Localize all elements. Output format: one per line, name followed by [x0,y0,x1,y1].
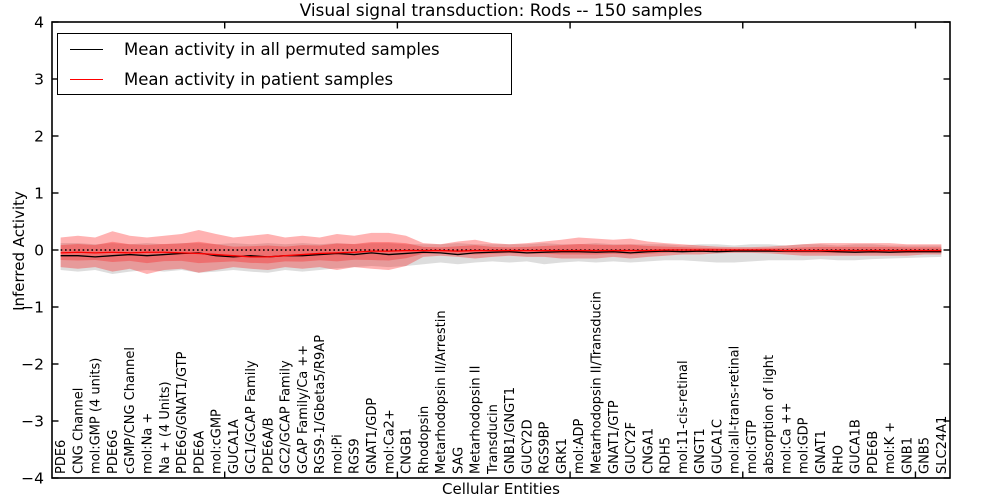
x-category-label: GNAT1/GTP [607,400,622,474]
chart-title: Visual signal transduction: Rods -- 150 … [299,1,703,21]
x-category-label: Metarhodopsin II/Arrestin [434,310,449,474]
y-tick-label: 3 [34,71,44,89]
x-category-label: mol:Ca ++ [779,402,794,474]
legend-item-permuted: Mean activity in all permuted samples [58,36,511,62]
x-category-label: GNB5 [918,437,933,474]
x-category-label: CNGA1 [641,428,656,474]
x-category-label: mol:GTP [745,420,760,474]
x-category-label: Transducin [486,404,501,475]
x-category-label: GCAP Family/Ca ++ [296,345,311,474]
x-category-label: SLC24A1 [935,416,950,474]
y-tick-label: −3 [21,413,44,431]
x-category-label: PDE6 [54,440,69,474]
x-category-label: PDE6G [106,430,121,474]
x-category-label: GNAT1 [814,430,829,474]
x-category-label: CNG Channel [71,388,86,474]
x-category-label: GC2/GCAP Family [279,360,294,474]
x-category-label: RGS9 [348,438,363,474]
y-tick-label: −1 [21,299,44,317]
x-category-label: PDE6A [192,431,207,474]
legend-item-patient: Mean activity in patient samples [58,66,511,92]
x-category-label: mol:11-cis-retinal [676,360,691,474]
x-category-label: GRK1 [555,438,570,474]
x-category-label: GNB1/GNGT1 [503,387,518,474]
y-tick-label: 4 [34,14,44,32]
x-category-label: GUCA1A [227,419,242,474]
x-category-label: GUCY2D [520,419,535,474]
x-category-label: Metarhodopsin II [469,366,484,474]
x-category-label: Rhodopsin [417,406,432,474]
legend-label-permuted: Mean activity in all permuted samples [124,39,440,59]
x-category-label: GUCA1B [849,419,864,474]
x-category-label: mol:all-trans-retinal [728,346,743,474]
x-category-label: RHO [831,445,846,474]
x-category-label: GNGT1 [693,428,708,474]
x-category-label: GUCY2F [624,422,639,474]
x-category-label: PDE6G/GNAT1/GTP [175,351,190,474]
x-category-label: mol:Na + [140,413,155,474]
x-category-label: GNB1 [900,437,915,474]
x-category-label: RGS9BP [538,421,553,474]
x-category-label: CNGB1 [400,428,415,474]
x-category-label: mol:K + [883,422,898,474]
legend-label-patient: Mean activity in patient samples [124,69,394,89]
x-category-label: GNAT1/GDP [365,398,380,474]
x-category-label: PDE6A/B [261,417,276,474]
x-category-label: mol:GMP (4 units) [89,358,104,474]
series-line-1 [60,249,942,258]
x-category-label: absorption of light [762,355,777,474]
permuted-samples-band [60,243,942,274]
x-category-label: SAG [451,447,466,474]
y-axis-label: Inferred Activity [10,191,28,311]
x-category-label: GUCA1C [710,419,725,474]
legend: Mean activity in all permuted samples Me… [57,33,512,95]
y-tick-label: −4 [21,470,44,488]
x-category-label: mol:Ca2+ [382,409,397,474]
y-tick-label: 2 [34,128,44,146]
x-category-label: mol:Pi [330,434,345,474]
legend-line-patient-icon [70,78,103,80]
x-category-label: PDE6B [866,431,881,474]
x-category-label: RDH5 [659,437,674,474]
y-tick-label: 0 [34,242,44,260]
x-category-label: Metarhodopsin II/Transducin [589,291,604,474]
legend-line-permuted-icon [70,48,103,50]
y-tick-label: −2 [21,356,44,374]
x-category-label: mol:ADP [572,418,587,474]
x-category-label: RGS9-1/Gbeta5/R9AP [313,335,328,474]
x-category-label: Na + (4 Units) [158,381,173,474]
x-category-label: GC1/GCAP Family [244,360,259,474]
x-category-label: cGMP/CNG Channel [123,347,138,474]
x-axis-label: Cellular Entities [442,480,560,498]
x-category-label: mol:cGMP [210,409,225,474]
y-tick-label: 1 [34,185,44,203]
x-category-label: mol:GDP [797,417,812,474]
